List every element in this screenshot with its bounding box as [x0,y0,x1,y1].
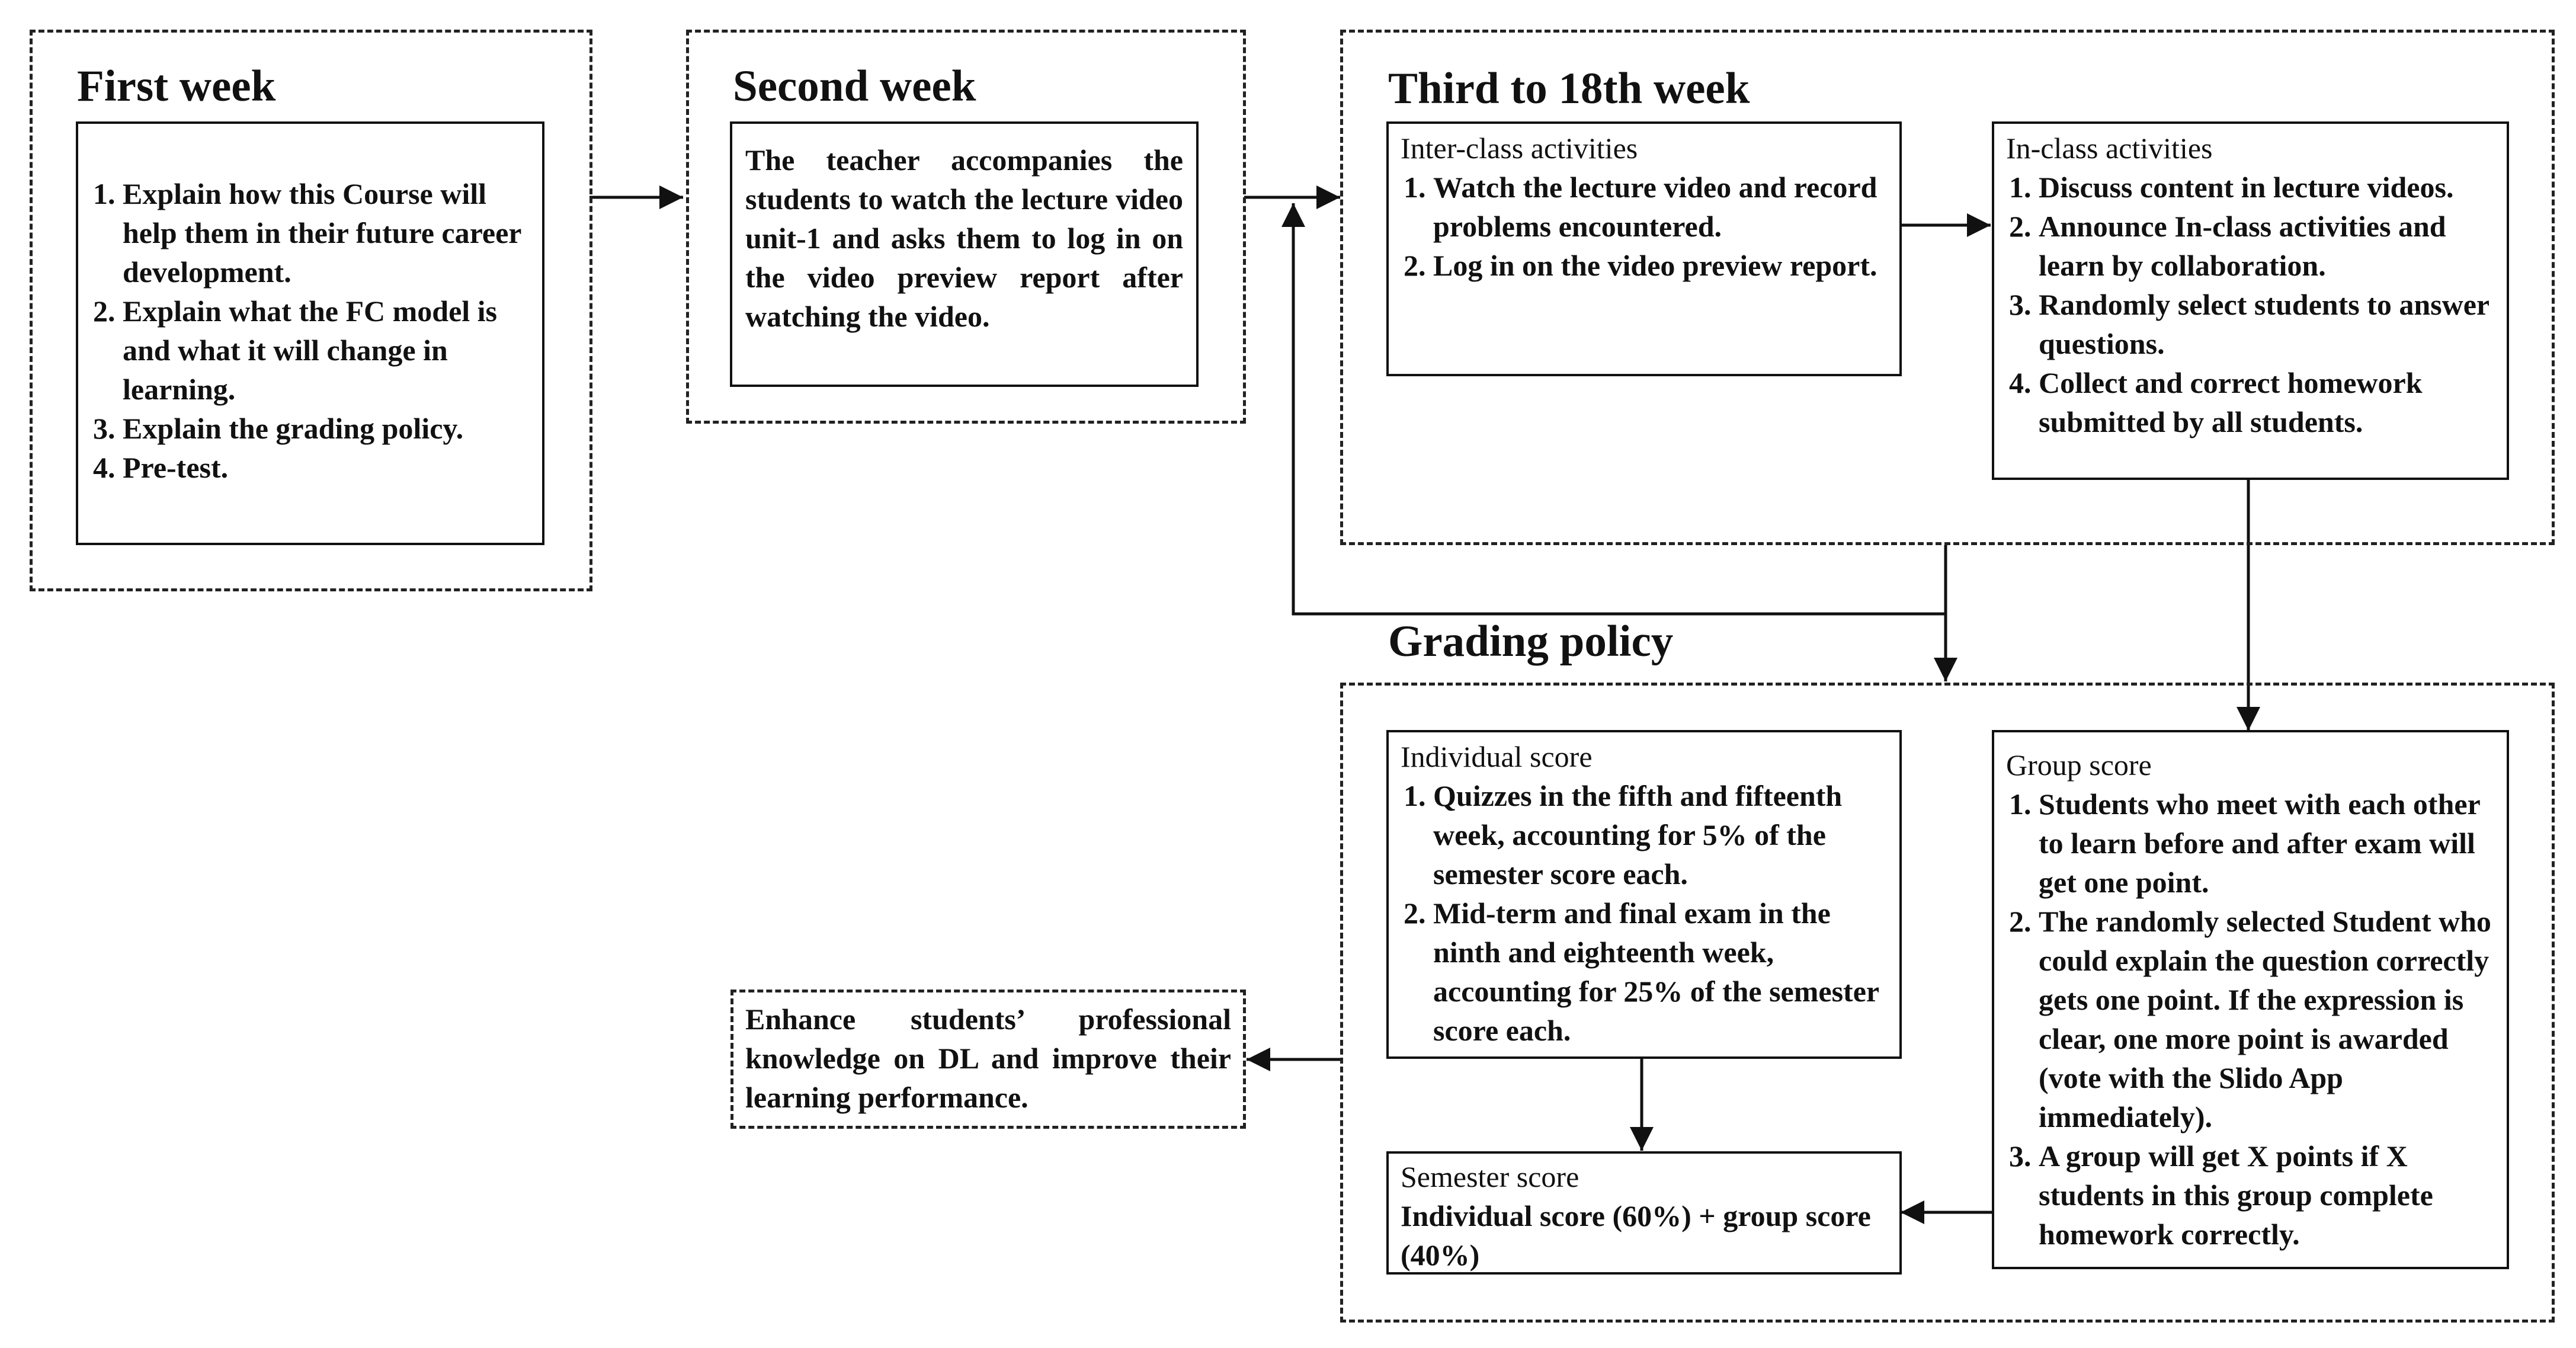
first-week-box: Explain how this Course will help them i… [76,121,544,545]
third-week-frame [1340,30,2555,545]
individual-score-box: Individual score Quizzes in the fifth an… [1386,730,1902,1059]
list-item: Discuss content in lecture videos. [2039,168,2495,207]
inter-class-list: Watch the lecture video and record probl… [1401,168,1888,285]
second-week-title: Second week [733,62,976,111]
group-score-heading: Group score [2006,748,2152,782]
list-item: Explain what the FC model is and what it… [123,292,530,409]
individual-score-list: Quizzes in the fifth and fifteenth week,… [1401,776,1888,1050]
second-week-frame [686,30,1246,424]
list-item: Pre-test. [123,448,530,487]
list-item: The randomly selected Student who could … [2039,902,2495,1136]
in-class-list: Discuss content in lecture videos. Annou… [2006,168,2495,441]
grading-policy-frame [1340,683,2555,1323]
individual-score-heading: Individual score [1401,740,1593,773]
semester-score-formula: Individual score (60%) + group score (40… [1401,1199,1871,1272]
first-week-list: Explain how this Course will help them i… [90,174,530,487]
semester-score-box: Semester score Individual score (60%) + … [1386,1151,1902,1275]
second-week-text: The teacher accompanies the students to … [745,143,1183,333]
semester-score-heading: Semester score [1401,1160,1579,1193]
in-class-box: In-class activities Discuss content in l… [1992,121,2509,480]
first-week-frame [30,30,592,591]
third-week-title: Third to 18th week [1388,64,1750,113]
inter-class-heading: Inter-class activities [1401,132,1638,165]
grading-policy-title: Grading policy [1388,617,1674,666]
list-item: Announce In-class activities and learn b… [2039,207,2495,285]
list-item: Watch the lecture video and record probl… [1433,168,1888,246]
list-item: Students who meet with each other to lea… [2039,785,2495,902]
group-score-list: Students who meet with each other to lea… [2006,785,2495,1254]
outcome-frame: Enhance students’ professional knowledge… [730,990,1246,1129]
first-week-title: First week [77,62,276,111]
second-week-box: The teacher accompanies the students to … [730,121,1199,387]
group-score-box: Group score Students who meet with each … [1992,730,2509,1269]
list-item: Mid-term and final exam in the ninth and… [1433,894,1888,1050]
list-item: Collect and correct homework submitted b… [2039,363,2495,441]
list-item: Log in on the video preview report. [1433,246,1888,285]
list-item: A group will get X points if X students … [2039,1136,2495,1254]
list-item: Randomly select students to answer quest… [2039,285,2495,363]
inter-class-box: Inter-class activities Watch the lecture… [1386,121,1902,376]
in-class-heading: In-class activities [2006,132,2213,165]
list-item: Quizzes in the fifth and fifteenth week,… [1433,776,1888,894]
outcome-text: Enhance students’ professional knowledge… [745,1003,1231,1114]
list-item: Explain the grading policy. [123,409,530,448]
list-item: Explain how this Course will help them i… [123,174,530,292]
